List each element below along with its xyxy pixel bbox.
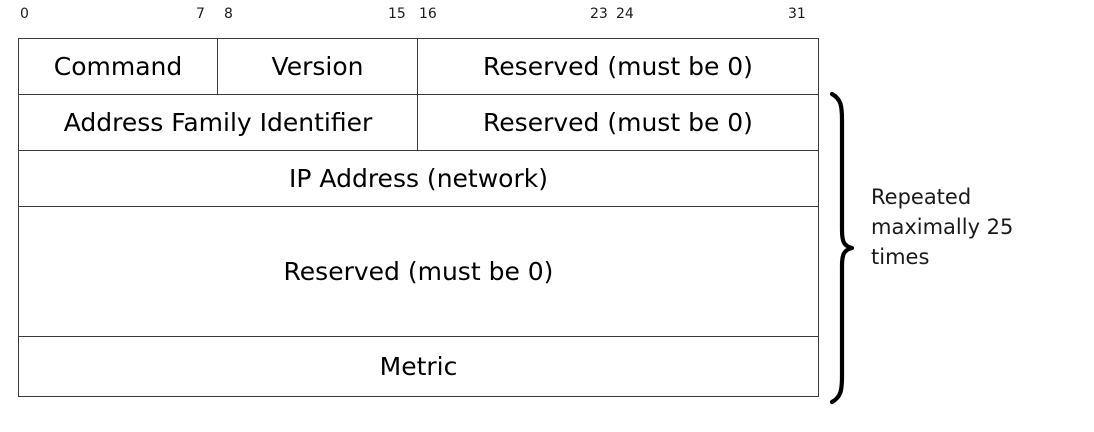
bit-tick-15: 15 [388,6,406,22]
table-row: Address Family Identifier Reserved (must… [18,94,819,151]
field-cell-reserved-hdr: Reserved (must be 0) [417,38,819,95]
repeat-annotation-line-2: maximally 25 [871,215,1014,239]
field-cell-metric: Metric [18,336,819,397]
table-row: Command Version Reserved (must be 0) [18,38,819,95]
field-cell-version: Version [217,38,418,95]
field-cell-command: Command [18,38,218,95]
bit-tick-8: 8 [224,6,233,22]
repeat-annotation-line-3: times [871,245,930,269]
field-cell-ip-address: IP Address (network) [18,150,819,207]
table-row: IP Address (network) [18,150,819,207]
repeat-annotation-line-1: Repeated [871,185,972,209]
bit-offset-ruler: 0 7 8 15 16 23 24 31 [0,0,830,34]
repeat-annotation: Repeated maximally 25 times [871,182,1081,272]
field-cell-reserved-entry: Reserved (must be 0) [18,206,819,337]
table-row: Metric [18,336,819,397]
packet-field-table: Command Version Reserved (must be 0) Add… [18,38,819,397]
bit-tick-0: 0 [20,6,29,22]
bit-tick-7: 7 [196,6,205,22]
repeat-brace [828,90,862,406]
bit-tick-31: 31 [788,6,806,22]
field-cell-address-family-identifier: Address Family Identifier [18,94,418,151]
bit-tick-24: 24 [616,6,634,22]
bit-tick-23: 23 [590,6,608,22]
right-curly-brace-icon [829,91,855,405]
table-row: Reserved (must be 0) [18,206,819,337]
field-cell-reserved-afi: Reserved (must be 0) [417,94,819,151]
bit-tick-16: 16 [419,6,437,22]
